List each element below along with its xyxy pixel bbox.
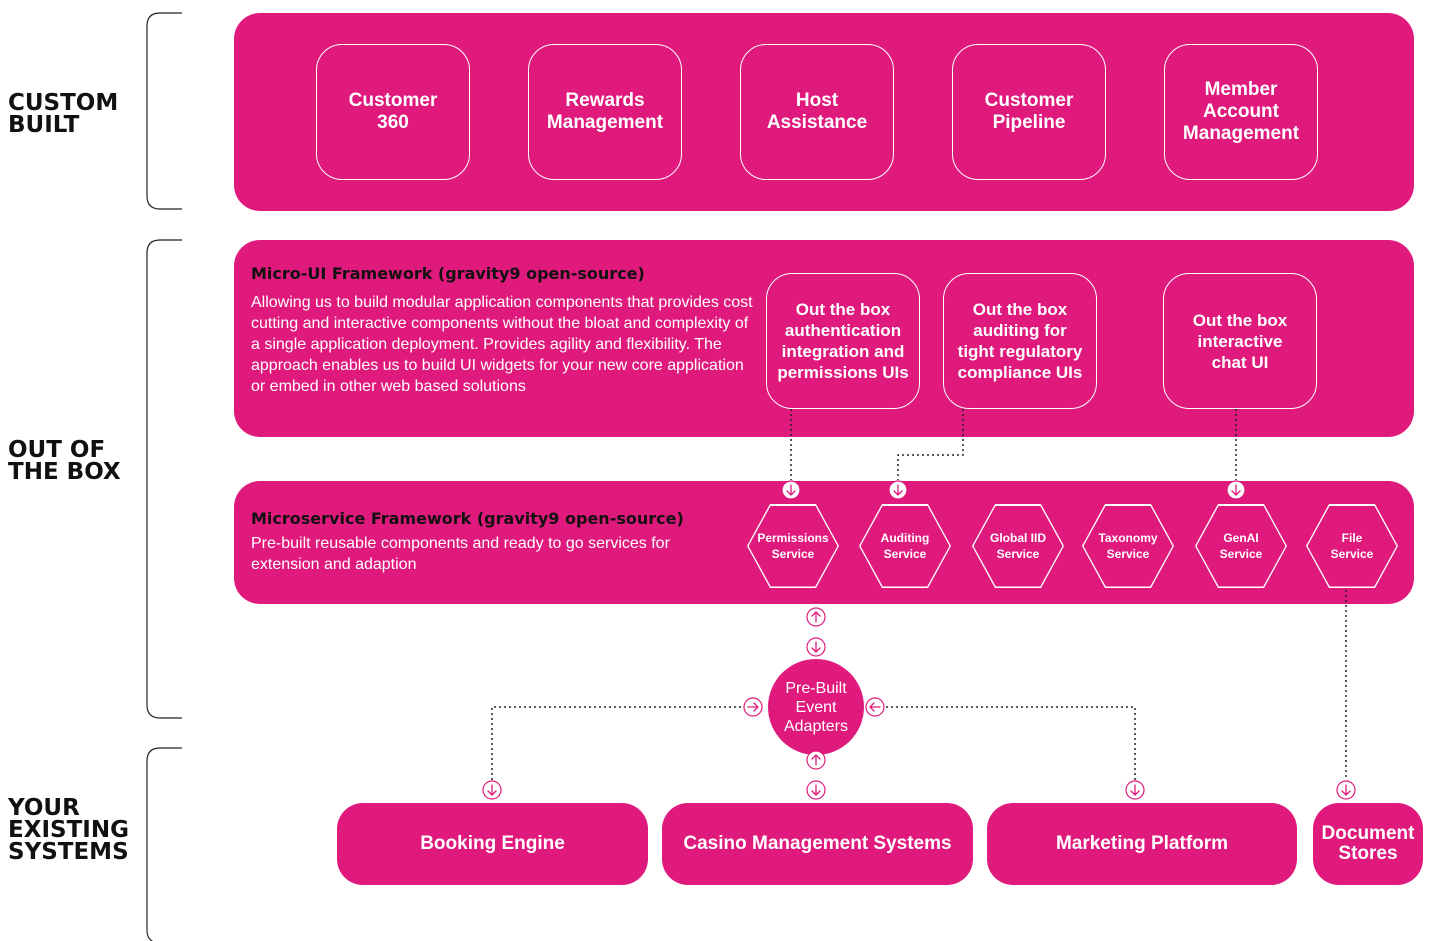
system-marketing-platform[interactable]: Marketing Platform — [987, 803, 1297, 885]
label-existing-systems: YOUR EXISTING SYSTEMS — [8, 795, 129, 865]
micro-ui-description: Allowing us to build modular application… — [251, 294, 753, 395]
app-member-account-management[interactable]: Member Account Management — [1164, 44, 1318, 180]
custom-built-panel — [234, 13, 1414, 211]
ui-interactive-chat[interactable]: Out the box interactive chat UI — [1163, 273, 1317, 409]
service-genai-label: GenAI Service — [1196, 505, 1286, 587]
bracket-custom-built — [146, 12, 182, 210]
service-taxonomy-label: Taxonomy Service — [1083, 505, 1173, 587]
service-file-label: File Service — [1307, 505, 1397, 587]
microservice-title: Microservice Framework (gravity9 open-so… — [251, 509, 684, 528]
system-casino-management[interactable]: Casino Management Systems — [662, 803, 973, 885]
app-customer-360[interactable]: Customer 360 — [316, 44, 470, 180]
system-document-stores[interactable]: Document Stores — [1313, 803, 1423, 885]
system-booking-engine[interactable]: Booking Engine — [337, 803, 648, 885]
event-adapters-hub[interactable]: Pre-Built Event Adapters — [768, 659, 864, 755]
label-custom-built: CUSTOM BUILT — [8, 90, 119, 138]
ui-auditing-compliance[interactable]: Out the box auditing for tight regulator… — [943, 273, 1097, 409]
connector-marketing-to-hub — [886, 706, 1136, 780]
ui-auth-permissions[interactable]: Out the box authentication integration a… — [766, 273, 920, 409]
service-auditing[interactable]: Auditing Service — [859, 504, 951, 588]
micro-ui-title: Micro-UI Framework (gravity9 open-source… — [251, 264, 645, 283]
app-host-assistance[interactable]: Host Assistance — [740, 44, 894, 180]
label-out-of-the-box: OUT OF THE BOX — [8, 437, 121, 485]
app-customer-pipeline[interactable]: Customer Pipeline — [952, 44, 1106, 180]
service-global-iid[interactable]: Global IID Service — [972, 504, 1064, 588]
connector-auditing-to-auditing — [897, 409, 964, 480]
service-taxonomy[interactable]: Taxonomy Service — [1082, 504, 1174, 588]
service-file[interactable]: File Service — [1306, 504, 1398, 588]
service-genai[interactable]: GenAI Service — [1195, 504, 1287, 588]
service-permissions[interactable]: Permissions Service — [747, 504, 839, 588]
bracket-existing-systems — [146, 747, 182, 941]
micro-ui-panel — [234, 240, 1414, 437]
app-rewards-management[interactable]: Rewards Management — [528, 44, 682, 180]
microservice-description: Pre-built reusable components and ready … — [251, 535, 670, 573]
bracket-out-of-the-box — [146, 239, 182, 719]
connector-booking-to-hub — [491, 706, 742, 780]
